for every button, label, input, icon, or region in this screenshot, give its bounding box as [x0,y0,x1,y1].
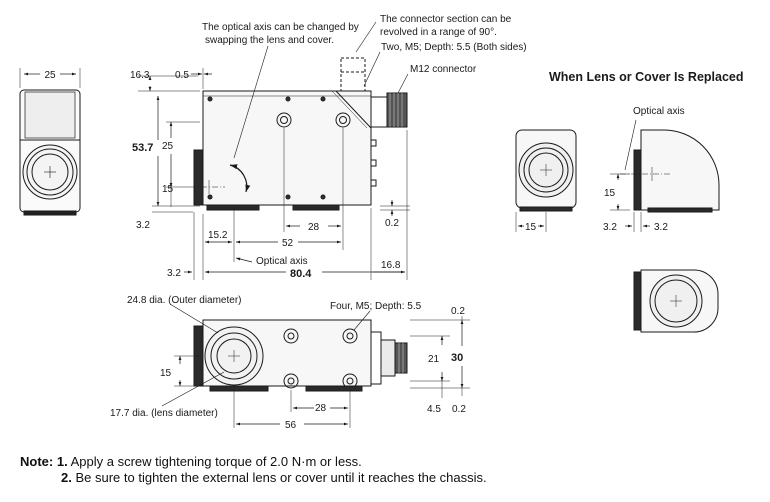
dim-53-7: 53.7 [132,142,153,154]
note-label: Note: [20,454,54,469]
ann-connector-section-1: The connector section can be [380,14,512,25]
ann-m5-both-sides: Two, M5; Depth: 5.5 (Both sides) [381,42,527,53]
dim-3-2-bottom: 3.2 [167,268,181,279]
dim-4-5: 4.5 [427,404,441,415]
note-1-number: 1. [56,454,68,469]
note-1-text: Apply a screw tightening torque of 2.0 N… [70,454,362,469]
replaced-side-view [610,119,720,232]
dim-3-2-right-a: 3.2 [603,222,617,233]
dim-52: 52 [282,238,294,249]
dim-30: 30 [451,352,463,364]
ann-optical-axis-right: Optical axis [633,106,685,117]
dim-28-front: 28 [308,222,320,233]
note-2: 2. Be sure to tighten the external lens … [20,470,487,485]
replaced-end-view [515,129,577,232]
ann-optical-axis-front: Optical axis [256,256,308,267]
ann-m5-four: Four, M5; Depth: 5.5 [330,301,422,312]
ann-optical-axis-change-2: swapping the lens and cover. [205,35,334,46]
note-2-text: Be sure to tighten the external lens or … [75,470,487,485]
ann-connector-section-2: revolved in a range of 90°. [380,27,497,38]
dim-0-2-top-lower: 0.2 [452,404,466,415]
dim-0-2-top-upper: 0.2 [451,306,465,317]
top-view-dimensions [161,303,470,428]
ann-m12-connector: M12 connector [410,64,477,75]
dim-0-2-front: 0.2 [385,218,399,229]
note-1: Note: 1. Apply a screw tightening torque… [20,454,362,469]
front-view [190,57,408,211]
ann-outer-diameter: 24.8 dia. (Outer diameter) [127,295,242,306]
side-view [19,68,81,216]
dim-28-top: 28 [315,403,327,414]
replaced-title: When Lens or Cover Is Replaced [549,70,744,84]
dim-15-top: 15 [160,368,172,379]
front-view-dimensions [138,21,410,280]
dim-side-width: 25 [44,70,56,81]
dim-21: 21 [428,354,440,365]
dim-0-5: 0.5 [175,70,189,81]
note-2-number: 2. [61,470,72,485]
dim-15-front: 15 [162,184,174,195]
dim-15-right-vertical: 15 [604,188,616,199]
dim-56: 56 [285,420,297,431]
replaced-top-view [633,269,719,333]
dim-3-2-front: 3.2 [136,220,150,231]
ann-optical-axis-change-1: The optical axis can be changed by [202,22,359,33]
dim-25-front: 25 [162,141,174,152]
dim-3-2-right-b: 3.2 [654,222,668,233]
dim-80-4: 80.4 [290,268,312,280]
dim-16-3: 16.3 [130,70,150,81]
ann-lens-diameter: 17.7 dia. (lens diameter) [110,408,218,419]
dim-15-right: 15 [525,222,537,233]
top-view [193,319,408,392]
dim-16-8: 16.8 [381,260,401,271]
dim-15-2: 15.2 [208,230,228,241]
